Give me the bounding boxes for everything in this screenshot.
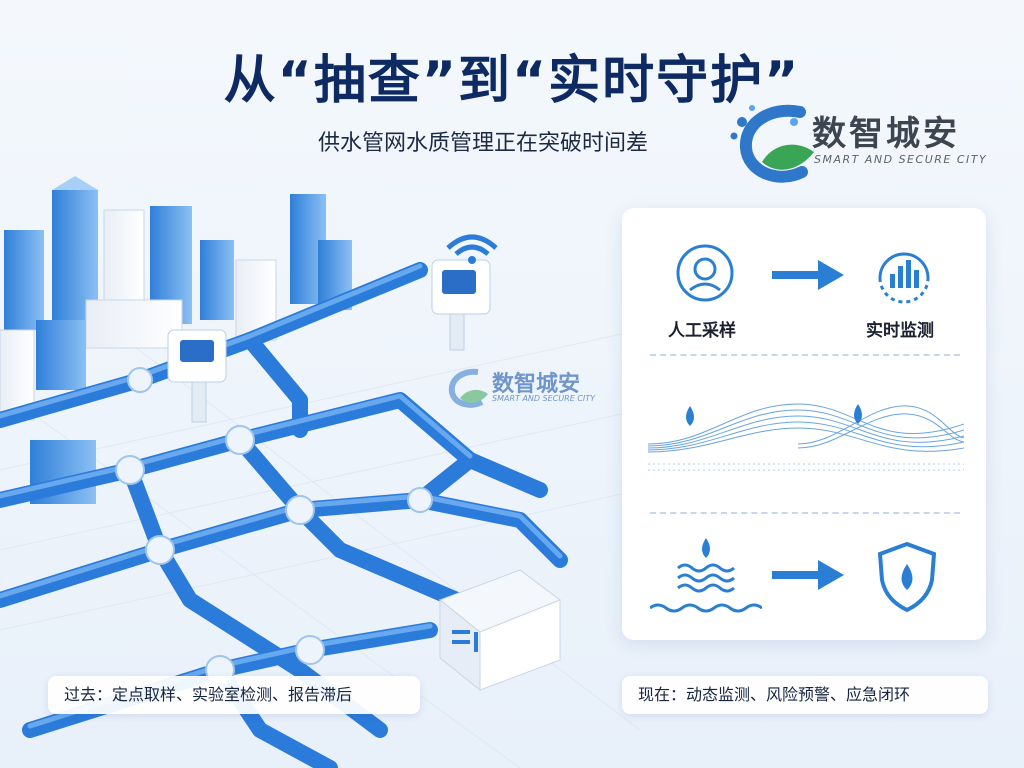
brand-logo <box>730 104 814 183</box>
signal-bars-icon <box>878 252 930 304</box>
wireless-sensor <box>431 234 498 351</box>
panel-divider <box>650 512 960 514</box>
panel-divider <box>650 354 960 356</box>
brand-name: 数智城安 <box>812 114 960 154</box>
page-title: 从“抽查”到“实时守护” <box>223 51 801 111</box>
page-subtitle: 供水管网水质管理正在突破时间差 <box>318 131 649 156</box>
arrow-right-icon <box>772 260 844 290</box>
water-quality-sensor <box>167 329 227 423</box>
caption-now: 现在：动态监测、风险预警、应急闭环 <box>622 676 988 714</box>
watermark-name: 数智城安 <box>492 372 581 397</box>
watermark-logo <box>448 368 488 408</box>
step-to-label: 实时监测 <box>866 321 934 341</box>
arrow-right-icon <box>772 560 844 590</box>
water-drop-icon <box>686 406 694 426</box>
caption-past: 过去：定点取样、实验室检测、报告滞后 <box>48 676 420 714</box>
wave-icon <box>650 538 762 613</box>
control-cabinet <box>439 569 562 692</box>
step-from-label: 人工采样 <box>668 321 736 341</box>
watermark-tagline: SMART AND SECURE CITY <box>492 394 596 403</box>
brand-tagline: SMART AND SECURE CITY <box>814 153 988 166</box>
comparison-panel <box>622 208 986 640</box>
shield-drop-icon <box>877 541 937 613</box>
person-icon <box>676 244 734 302</box>
wave-signal-graphic <box>648 403 964 471</box>
